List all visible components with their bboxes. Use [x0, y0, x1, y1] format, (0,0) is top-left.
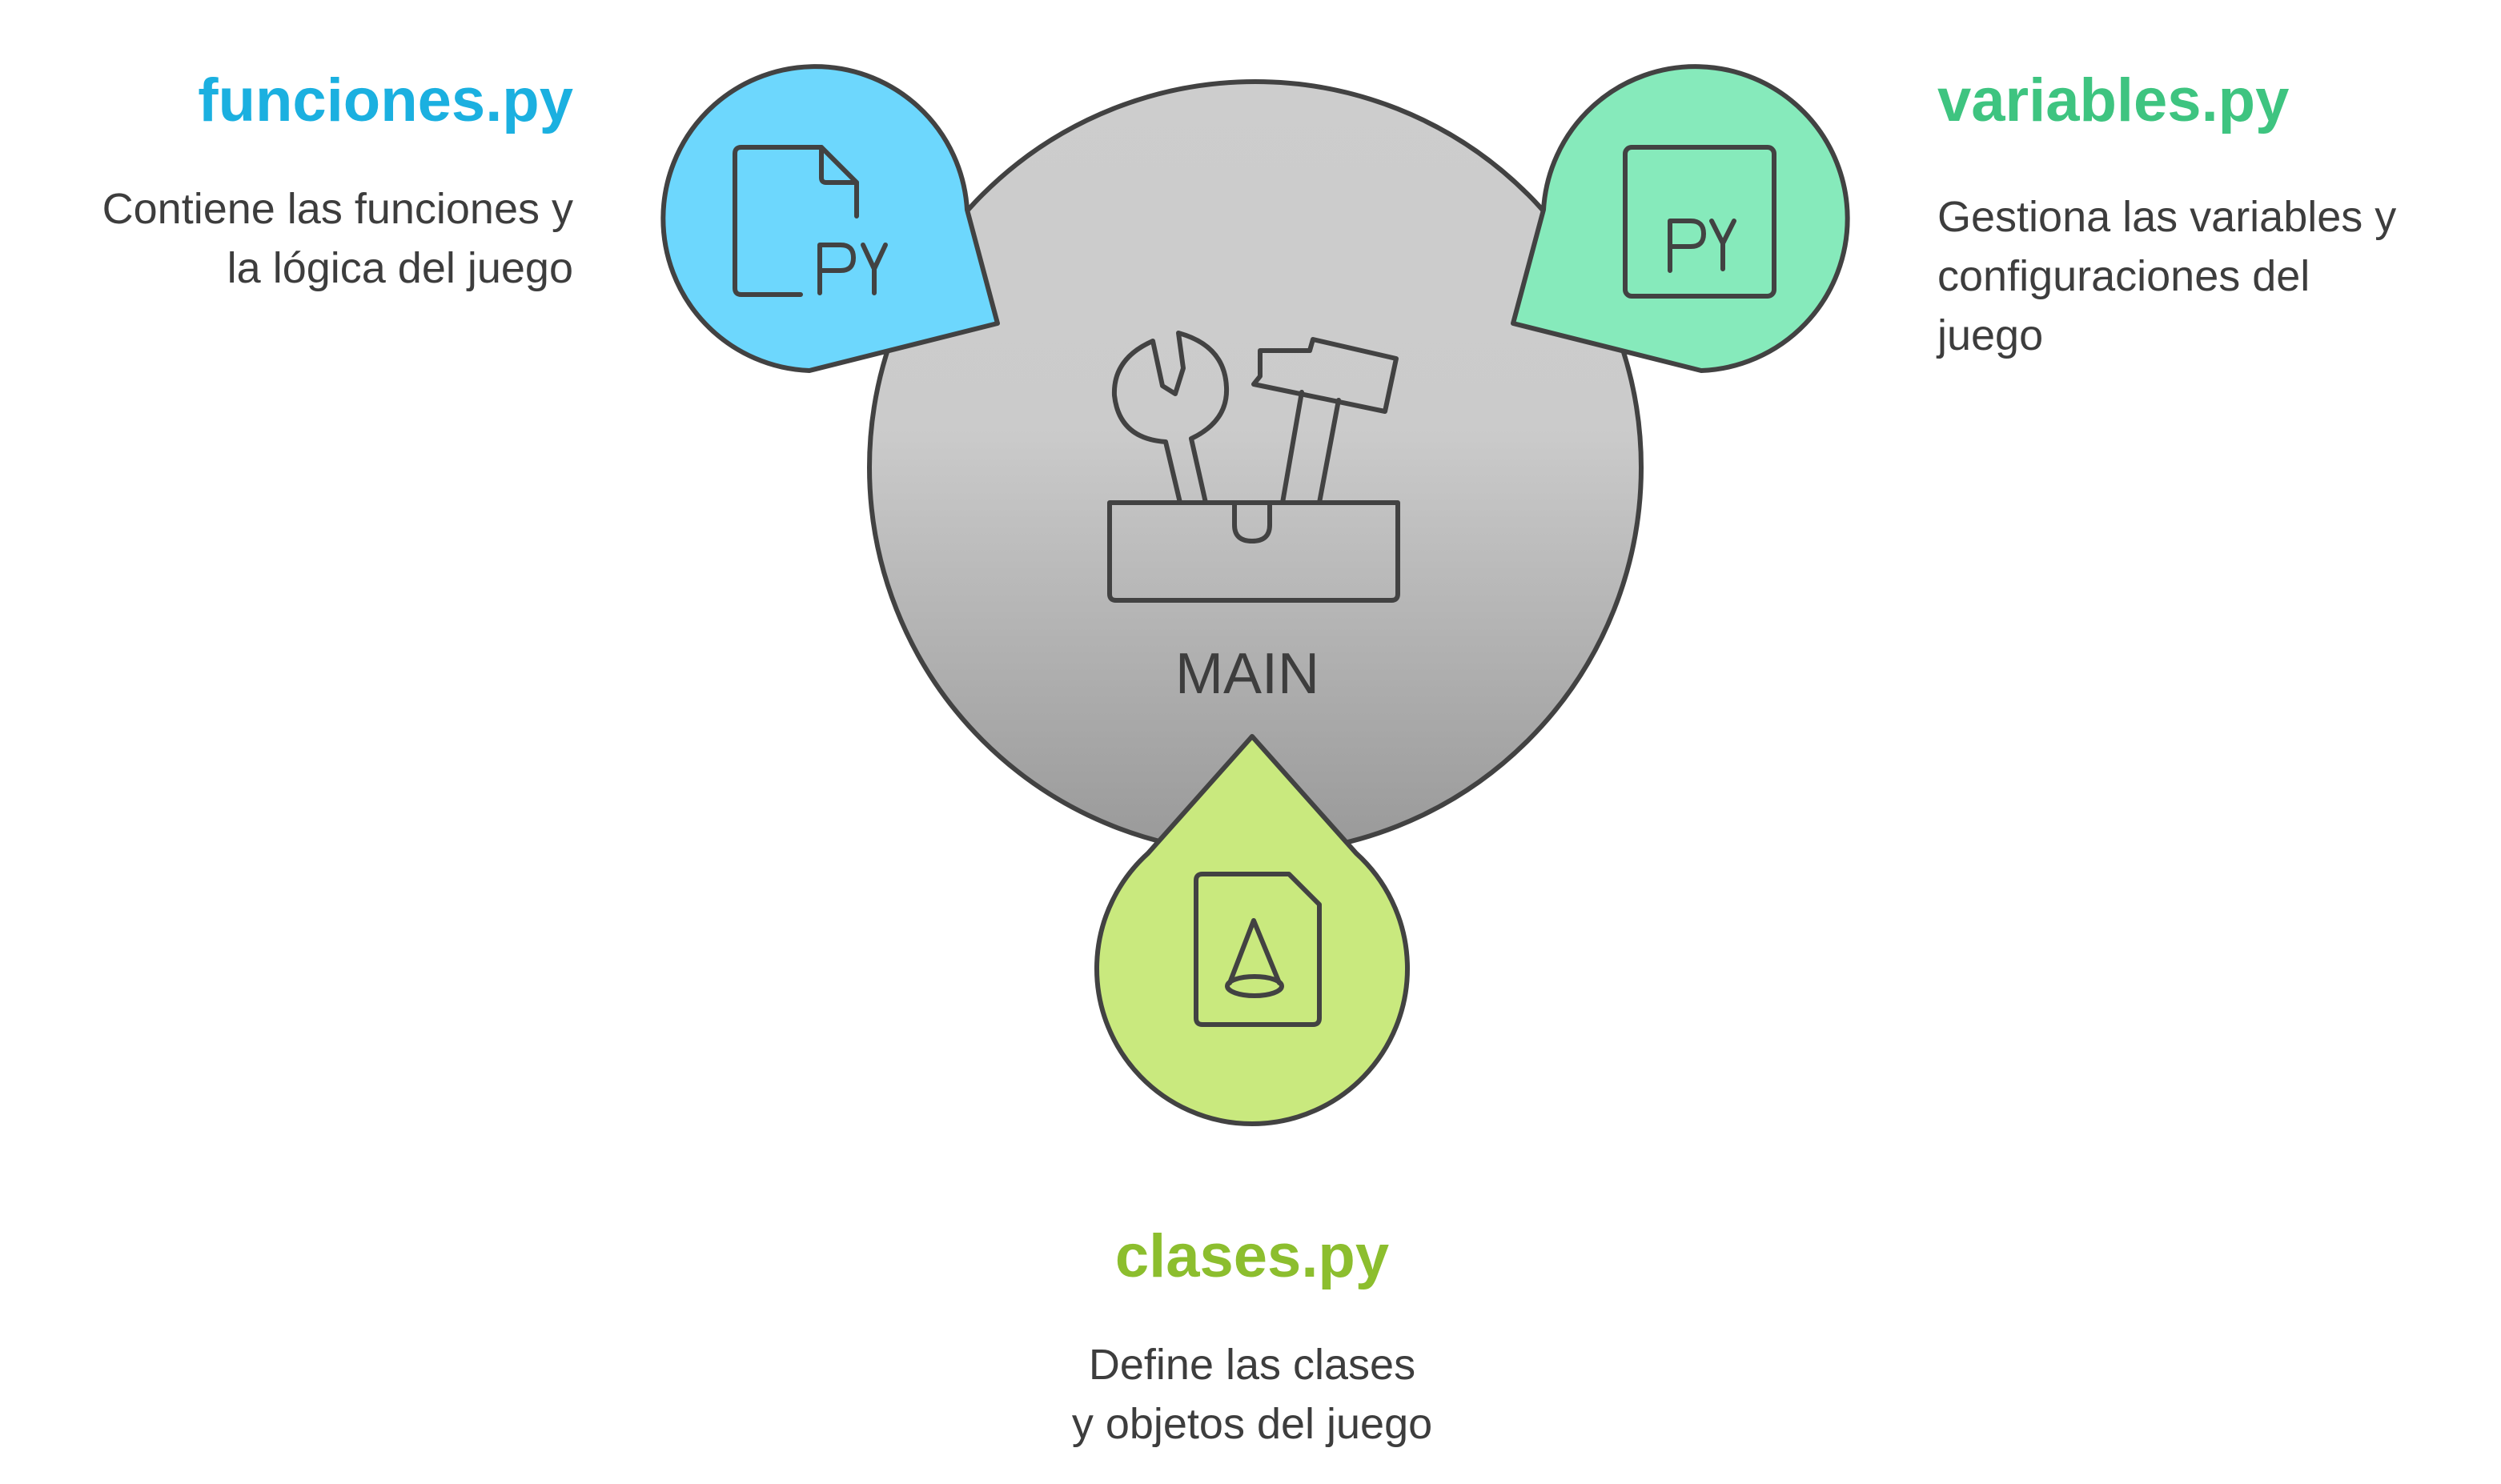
main-label: MAIN: [1175, 642, 1319, 706]
funciones-node: [660, 64, 1000, 373]
variables-description: Gestiona las variables y configuraciones…: [1937, 187, 2396, 365]
funciones-description: Contiene las funciones y la lógica del j…: [102, 179, 573, 298]
python-box-icon: [1623, 145, 1776, 299]
funciones-description-line: la lógica del juego: [227, 244, 573, 292]
toolbox-icon: [1107, 331, 1400, 603]
clases-title: clases.py: [1114, 1222, 1390, 1290]
variables-description-line: Gestiona las variables y: [1937, 193, 2397, 241]
clases-description-line: Define las clases: [1088, 1341, 1416, 1389]
class-document-icon: [1194, 872, 1322, 1027]
main-hub: MAIN: [867, 79, 1644, 856]
variables-description-line: configuraciones del: [1937, 252, 2310, 300]
variables-title: variables.py: [1937, 66, 2290, 134]
variables-node: [1511, 64, 1850, 373]
variables-description-line: juego: [1937, 311, 2044, 359]
clases-description: Define las clases y objetos del juego: [932, 1335, 1572, 1454]
funciones-description-line: Contiene las funciones y: [102, 185, 573, 233]
funciones-title: funciones.py: [198, 66, 573, 134]
clases-description-line: y objetos del juego: [1071, 1400, 1433, 1448]
clases-node: [1094, 734, 1410, 1126]
python-file-icon: [733, 145, 888, 297]
funciones-pin-shape: [660, 64, 1000, 373]
